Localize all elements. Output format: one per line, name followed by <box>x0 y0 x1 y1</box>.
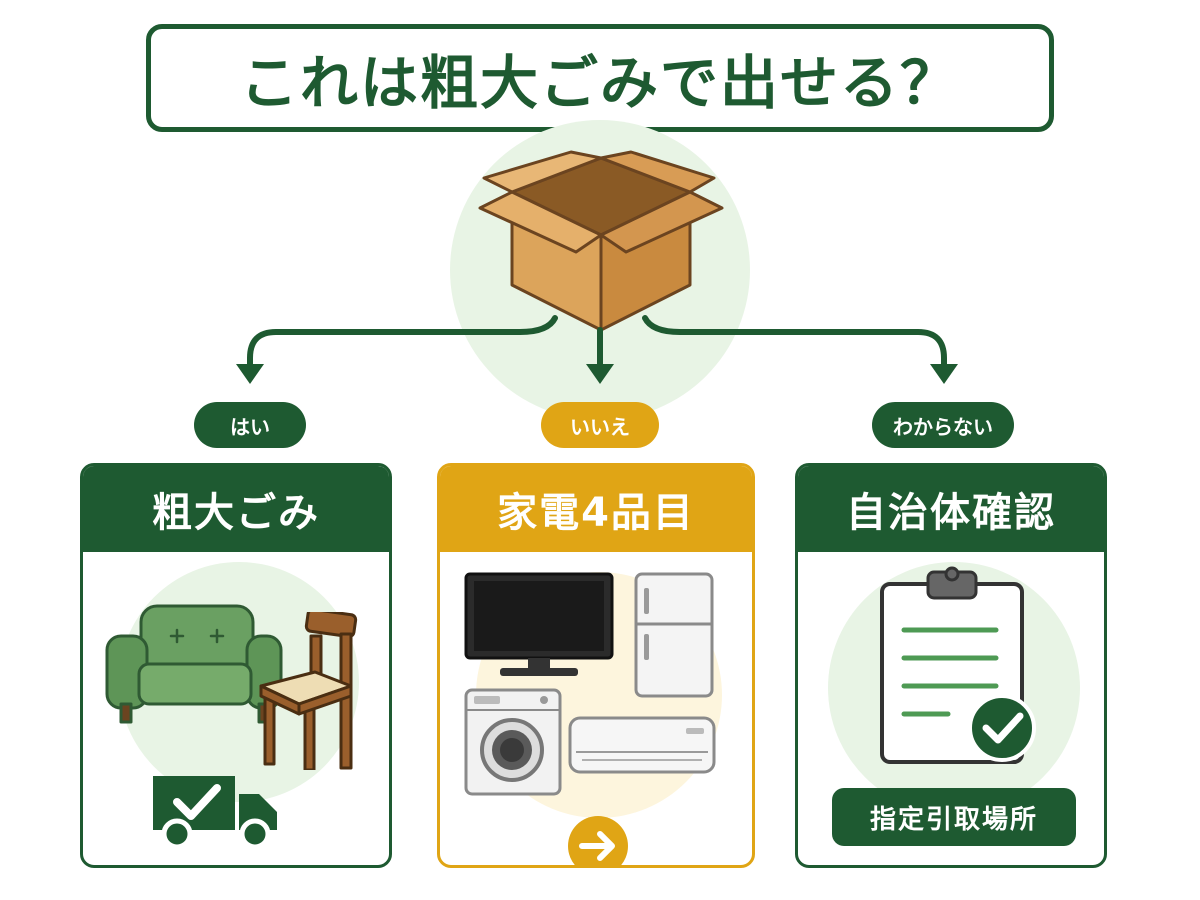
card-bulky-waste: 粗大ごみ <box>80 463 392 868</box>
arrow-right-icon <box>568 816 628 865</box>
card-appliances: 家電4品目 <box>437 463 755 868</box>
card-municipality-title: 自治体確認 <box>798 466 1104 552</box>
answer-no-pill: いいえ <box>541 402 659 448</box>
answer-unknown-pill: わからない <box>872 402 1014 448</box>
answer-yes-pill: はい <box>194 402 306 448</box>
chair-icon <box>259 612 358 770</box>
page-title: これは粗大ごみで出せる？ <box>239 49 960 117</box>
card-municipality-check: 自治体確認 指定引取場所 <box>795 463 1107 868</box>
sofa-icon <box>105 604 283 724</box>
answer-yes-label: はい <box>230 414 270 439</box>
washing-machine-icon <box>464 688 562 796</box>
card-appliances-title: 家電4品目 <box>440 466 752 552</box>
air-conditioner-icon <box>568 716 716 774</box>
designated-collection-site-label: 指定引取場所 <box>832 788 1076 846</box>
clipboard-check-icon <box>880 566 1036 764</box>
tv-icon <box>464 572 614 676</box>
refrigerator-icon <box>634 572 714 698</box>
answer-no-label: いいえ <box>570 414 630 439</box>
answer-unknown-label: わからない <box>893 414 993 439</box>
title-box: これは粗大ごみで出せる？ <box>146 24 1054 132</box>
truck-check-icon <box>153 776 277 850</box>
card-bulky-waste-title: 粗大ごみ <box>83 466 389 552</box>
